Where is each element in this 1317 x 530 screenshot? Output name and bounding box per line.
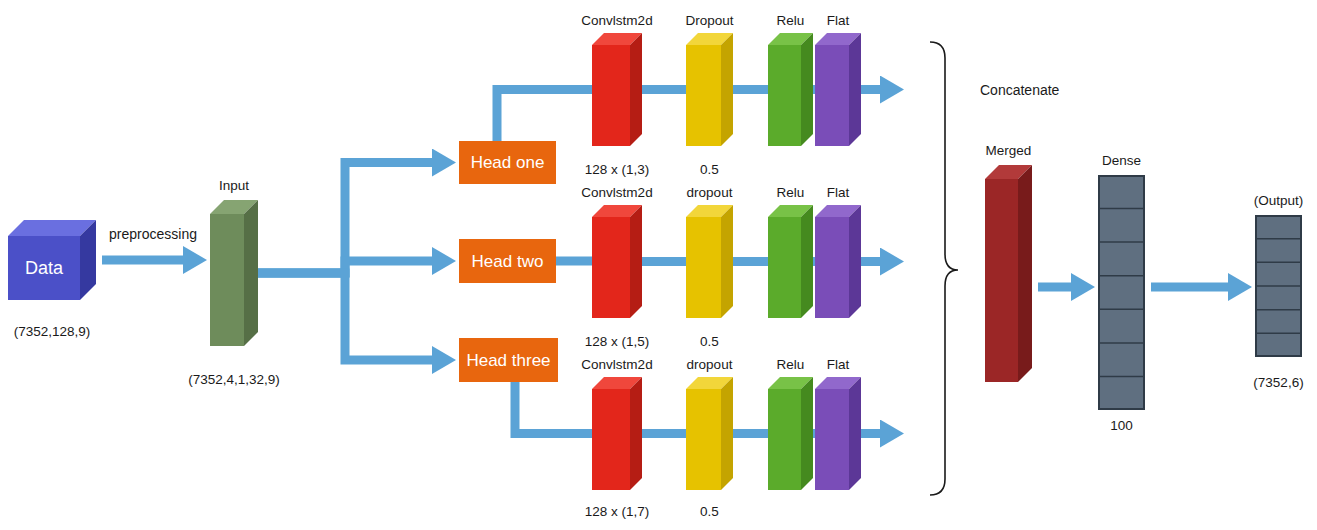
head-box: Head one	[459, 141, 556, 184]
data-cube: Data(7352,128,9)	[8, 220, 96, 300]
layer-shape: (7352,6)	[1253, 375, 1303, 391]
layer-shape: 128 x (1,3)	[585, 162, 650, 178]
flat-out-arrow	[861, 85, 880, 94]
layer-block	[815, 33, 861, 146]
layer-block	[686, 33, 733, 146]
layer-shape: 0.5	[700, 334, 719, 350]
flow-arrow	[813, 429, 815, 438]
layer-block	[686, 377, 733, 490]
flow-arrow	[813, 85, 815, 94]
layer-block	[592, 33, 642, 146]
flat-out-arrow	[861, 257, 880, 266]
layer-shape: (7352,4,1,32,9)	[188, 372, 280, 388]
layer-name: dropout	[687, 357, 733, 373]
head-box: Head two	[459, 239, 556, 283]
layer-name: (Output)	[1254, 193, 1304, 209]
layer-block	[592, 205, 642, 318]
dropout-layer: Dropout0.5	[686, 33, 733, 146]
layer-block	[985, 165, 1032, 382]
flow-arrow	[556, 257, 592, 266]
concatenate-brace	[930, 42, 958, 495]
layer-name: Flat	[827, 357, 850, 373]
flow-arrow	[102, 256, 183, 265]
layer-shape: 128 x (1,7)	[585, 504, 650, 520]
head-box: Head three	[459, 338, 558, 382]
layer-name: Relu	[777, 185, 805, 201]
relu-layer: Relu	[768, 33, 813, 146]
layer-name: Dropout	[685, 13, 733, 29]
layer-name: Convlstm2d	[581, 357, 652, 373]
flat-out-arrow	[861, 429, 880, 438]
flow-arrow	[642, 429, 686, 438]
input-layer: Input(7352,4,1,32,9)	[210, 200, 258, 346]
flow-arrow	[642, 85, 686, 94]
layer-block	[768, 33, 813, 146]
relu-layer: Relu	[768, 377, 813, 490]
head-label: Head one	[471, 152, 545, 173]
layer-block	[210, 200, 258, 346]
flow-arrow	[1038, 283, 1071, 292]
layer-name: Relu	[777, 357, 805, 373]
flow-arrow	[733, 85, 768, 94]
layer-name: Relu	[777, 13, 805, 29]
layer-name: Flat	[827, 13, 850, 29]
layer-shape: 0.5	[700, 162, 719, 178]
flow-arrow	[642, 257, 686, 266]
layer-block	[592, 377, 642, 490]
flow-arrow	[733, 429, 768, 438]
dropout-layer: dropout0.5	[686, 205, 733, 318]
layer-name: Convlstm2d	[581, 185, 652, 201]
layer-block	[768, 205, 813, 318]
layer-name: Convlstm2d	[581, 13, 652, 29]
layer-block	[815, 377, 861, 490]
head-label: Head two	[472, 251, 544, 272]
concatenate-label: Concatenate	[980, 82, 1059, 98]
block-label: Data	[25, 257, 63, 279]
head-label: Head three	[466, 350, 550, 371]
layer-block	[686, 205, 733, 318]
output-arrows	[861, 90, 880, 434]
layer-shape: 100	[1110, 418, 1133, 434]
layer-name: Flat	[827, 185, 850, 201]
convlstm-layer: Convlstm2d128 x (1,5)	[592, 205, 642, 318]
edge-label: preprocessing	[107, 226, 199, 242]
flatten-layer: Flat	[815, 33, 861, 146]
layer-shape: 128 x (1,5)	[585, 334, 650, 350]
flow-arrow	[258, 273, 432, 360]
neuron-column	[1098, 175, 1145, 410]
merged-layer: Merged	[985, 165, 1032, 382]
layer-name: Input	[219, 178, 249, 194]
flatten-layer: Flat	[815, 377, 861, 490]
flow-arrow	[497, 90, 592, 142]
layer-shape: 0.5	[700, 504, 719, 520]
flow-arrow	[258, 163, 432, 274]
neuron-column	[1255, 215, 1302, 357]
convlstm-layer: Convlstm2d128 x (1,7)	[592, 377, 642, 490]
flow-arrow	[515, 382, 592, 434]
flow-arrow	[813, 257, 815, 266]
flow-arrow	[1151, 283, 1228, 292]
convlstm-layer: Convlstm2d128 x (1,3)	[592, 33, 642, 146]
flow-arrow	[733, 257, 768, 266]
layer-name: dropout	[687, 185, 733, 201]
flatten-layer: Flat	[815, 205, 861, 318]
output-layer: (Output)(7352,6)	[1255, 215, 1302, 357]
layer-block	[815, 205, 861, 318]
dropout-layer: dropout0.5	[686, 377, 733, 490]
layer-name: Merged	[986, 143, 1032, 159]
layer-name: Dense	[1102, 153, 1141, 169]
dense-layer: Dense100	[1098, 175, 1145, 410]
layer-shape: (7352,128,9)	[14, 324, 91, 340]
layer-block	[768, 377, 813, 490]
relu-layer: Relu	[768, 205, 813, 318]
